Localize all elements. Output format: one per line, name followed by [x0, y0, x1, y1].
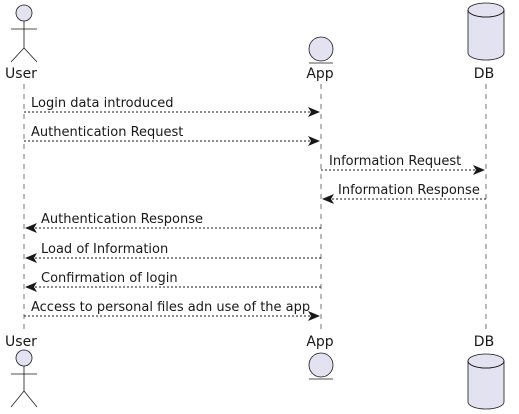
message-2: Authentication Request [24, 125, 320, 146]
entity-icon [308, 36, 334, 64]
db-database-top: DB [467, 2, 505, 82]
arrowhead-icon [308, 136, 320, 146]
user-actor-icon [10, 349, 38, 408]
app-label-bottom: App [306, 334, 333, 350]
message-label: Information Request [329, 154, 461, 169]
app-entity-top: App [306, 36, 334, 82]
arrowhead-icon [473, 165, 485, 175]
message-label: Information Response [338, 183, 480, 198]
arrowhead-icon [308, 107, 320, 117]
arrowhead-icon [25, 253, 37, 263]
arrowhead-icon [25, 282, 37, 292]
message-6: Load of Information [25, 242, 321, 263]
db-label-bottom: DB [474, 334, 494, 350]
arrowhead-icon [25, 223, 37, 233]
database-icon [467, 353, 505, 410]
database-icon [467, 2, 505, 61]
message-8: Access to personal files adn use of the … [24, 300, 320, 321]
message-4: Information Response [322, 183, 486, 204]
message-label: Authentication Request [31, 125, 183, 140]
message-5: Authentication Response [25, 212, 321, 233]
arrowhead-icon [322, 194, 334, 204]
message-label: Login data introduced [31, 96, 173, 111]
user-actor-top: User [5, 4, 38, 82]
entity-icon [308, 352, 334, 380]
message-label: Access to personal files adn use of the … [31, 300, 310, 315]
message-label: Confirmation of login [41, 271, 178, 286]
app-label-top: App [306, 66, 333, 82]
user-label-top: User [5, 66, 37, 82]
app-entity-bottom: App [306, 334, 334, 380]
message-label: Load of Information [41, 242, 168, 257]
db-label-top: DB [474, 66, 494, 82]
user-actor-bottom: User [5, 334, 38, 408]
message-1: Login data introduced [24, 96, 320, 117]
message-3: Information Request [321, 154, 485, 175]
db-database-bottom: DB [467, 334, 505, 410]
message-label: Authentication Response [41, 212, 203, 227]
user-label-bottom: User [5, 334, 37, 350]
user-actor-icon [10, 4, 38, 63]
arrowhead-icon [308, 311, 320, 321]
message-7: Confirmation of login [25, 271, 321, 292]
